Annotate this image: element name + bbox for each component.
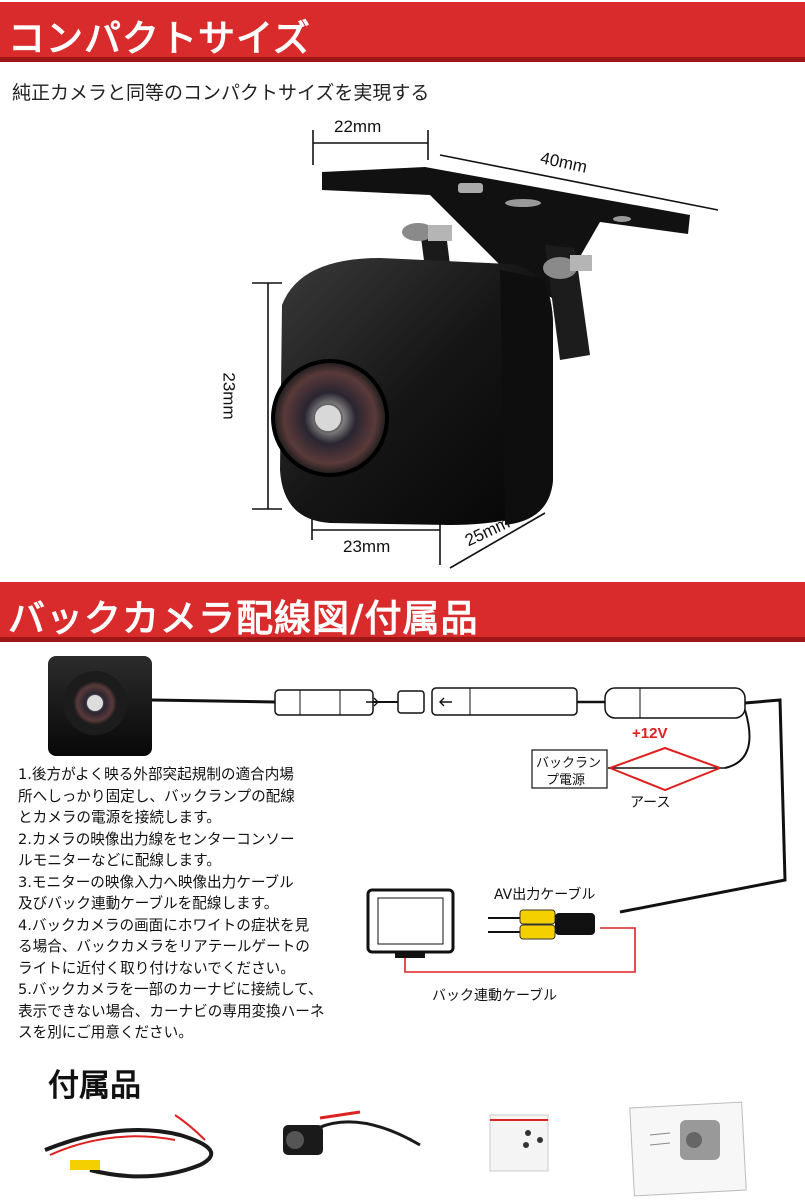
wiring-instructions: 1.後方がよく映る外部突起規制の適合内場 所へしっかり固定し、バックランプの配線… (18, 764, 368, 1044)
instruction-line: 4.バックカメラの画面にホワイトの症状を見 (18, 916, 310, 934)
accessory-screws-image (489, 1114, 549, 1172)
section-title: バックカメラ配線図/付属品 (8, 597, 479, 640)
instruction-line: ルモニターなどに配線します。 (18, 852, 221, 869)
instruction-line: る場合、バックカメラをリアテールゲートの (18, 938, 310, 955)
back-lamp-box (531, 749, 608, 789)
instruction-line: 及びバック連動ケーブルを配線します。 (18, 895, 279, 912)
screw-icon (402, 223, 452, 241)
extension-connector (431, 687, 578, 716)
dimension-lines (252, 130, 719, 569)
instruction-line: 所へしっかり固定し、バックランプの配線 (18, 787, 295, 805)
rca-plug (519, 924, 556, 940)
accessories-title: 付属品 (48, 1068, 141, 1104)
section-banner-wiring: バックカメラ配線図/付属品 (0, 582, 805, 642)
instruction-line: スを別にご用意ください。 (18, 1024, 193, 1041)
section-banner-compact: コンパクトサイズ (0, 2, 805, 62)
ground-label: アース (630, 795, 671, 811)
back-cable-label: バック連動ケーブル (432, 988, 558, 1004)
mounting-bracket (322, 167, 690, 300)
plus12v-wire (609, 746, 721, 769)
accessory-camera-image (283, 1110, 421, 1155)
dim-front-width: 23mm (343, 537, 391, 556)
plus12v-label: +12V (632, 725, 668, 742)
rca-plug (519, 909, 556, 925)
camera-cable (151, 698, 276, 704)
instruction-line: ライトに近付く取り付けないでください。 (18, 959, 295, 977)
accessory-manual-image (629, 1101, 747, 1197)
screw-icon (543, 255, 592, 279)
instruction-line: 表示できない場合、カーナビの専用変換ハーネ (18, 1002, 325, 1020)
section-title: コンパクトサイズ (8, 17, 311, 60)
instruction-line: とカメラの電源を接続します。 (18, 809, 221, 826)
accessory-cable-image (44, 1114, 214, 1179)
av-cable-label: AV出力ケーブル (494, 887, 596, 903)
back-lamp-label-2: プ電源 (546, 773, 586, 788)
instruction-line: 3.モニターの映像入力へ映像出力ケーブル (18, 873, 294, 891)
splitter-connector (604, 687, 746, 719)
dim-top-width: 22mm (334, 117, 382, 136)
dim-height: 23mm (219, 372, 239, 420)
cable-connector (274, 689, 374, 716)
instruction-line: 1.後方がよく映る外部突起規制の適合内場 (18, 766, 294, 783)
section-subtitle: 純正カメラと同等のコンパクトサイズを実現する (12, 82, 430, 104)
instruction-line: 2.カメラの映像出力線をセンターコンソー (18, 830, 295, 848)
back-lamp-label-1: バックラン (536, 756, 602, 771)
instruction-line: 5.バックカメラを一部のカーナビに接続して、 (18, 981, 323, 998)
back-link-cable (404, 927, 636, 973)
